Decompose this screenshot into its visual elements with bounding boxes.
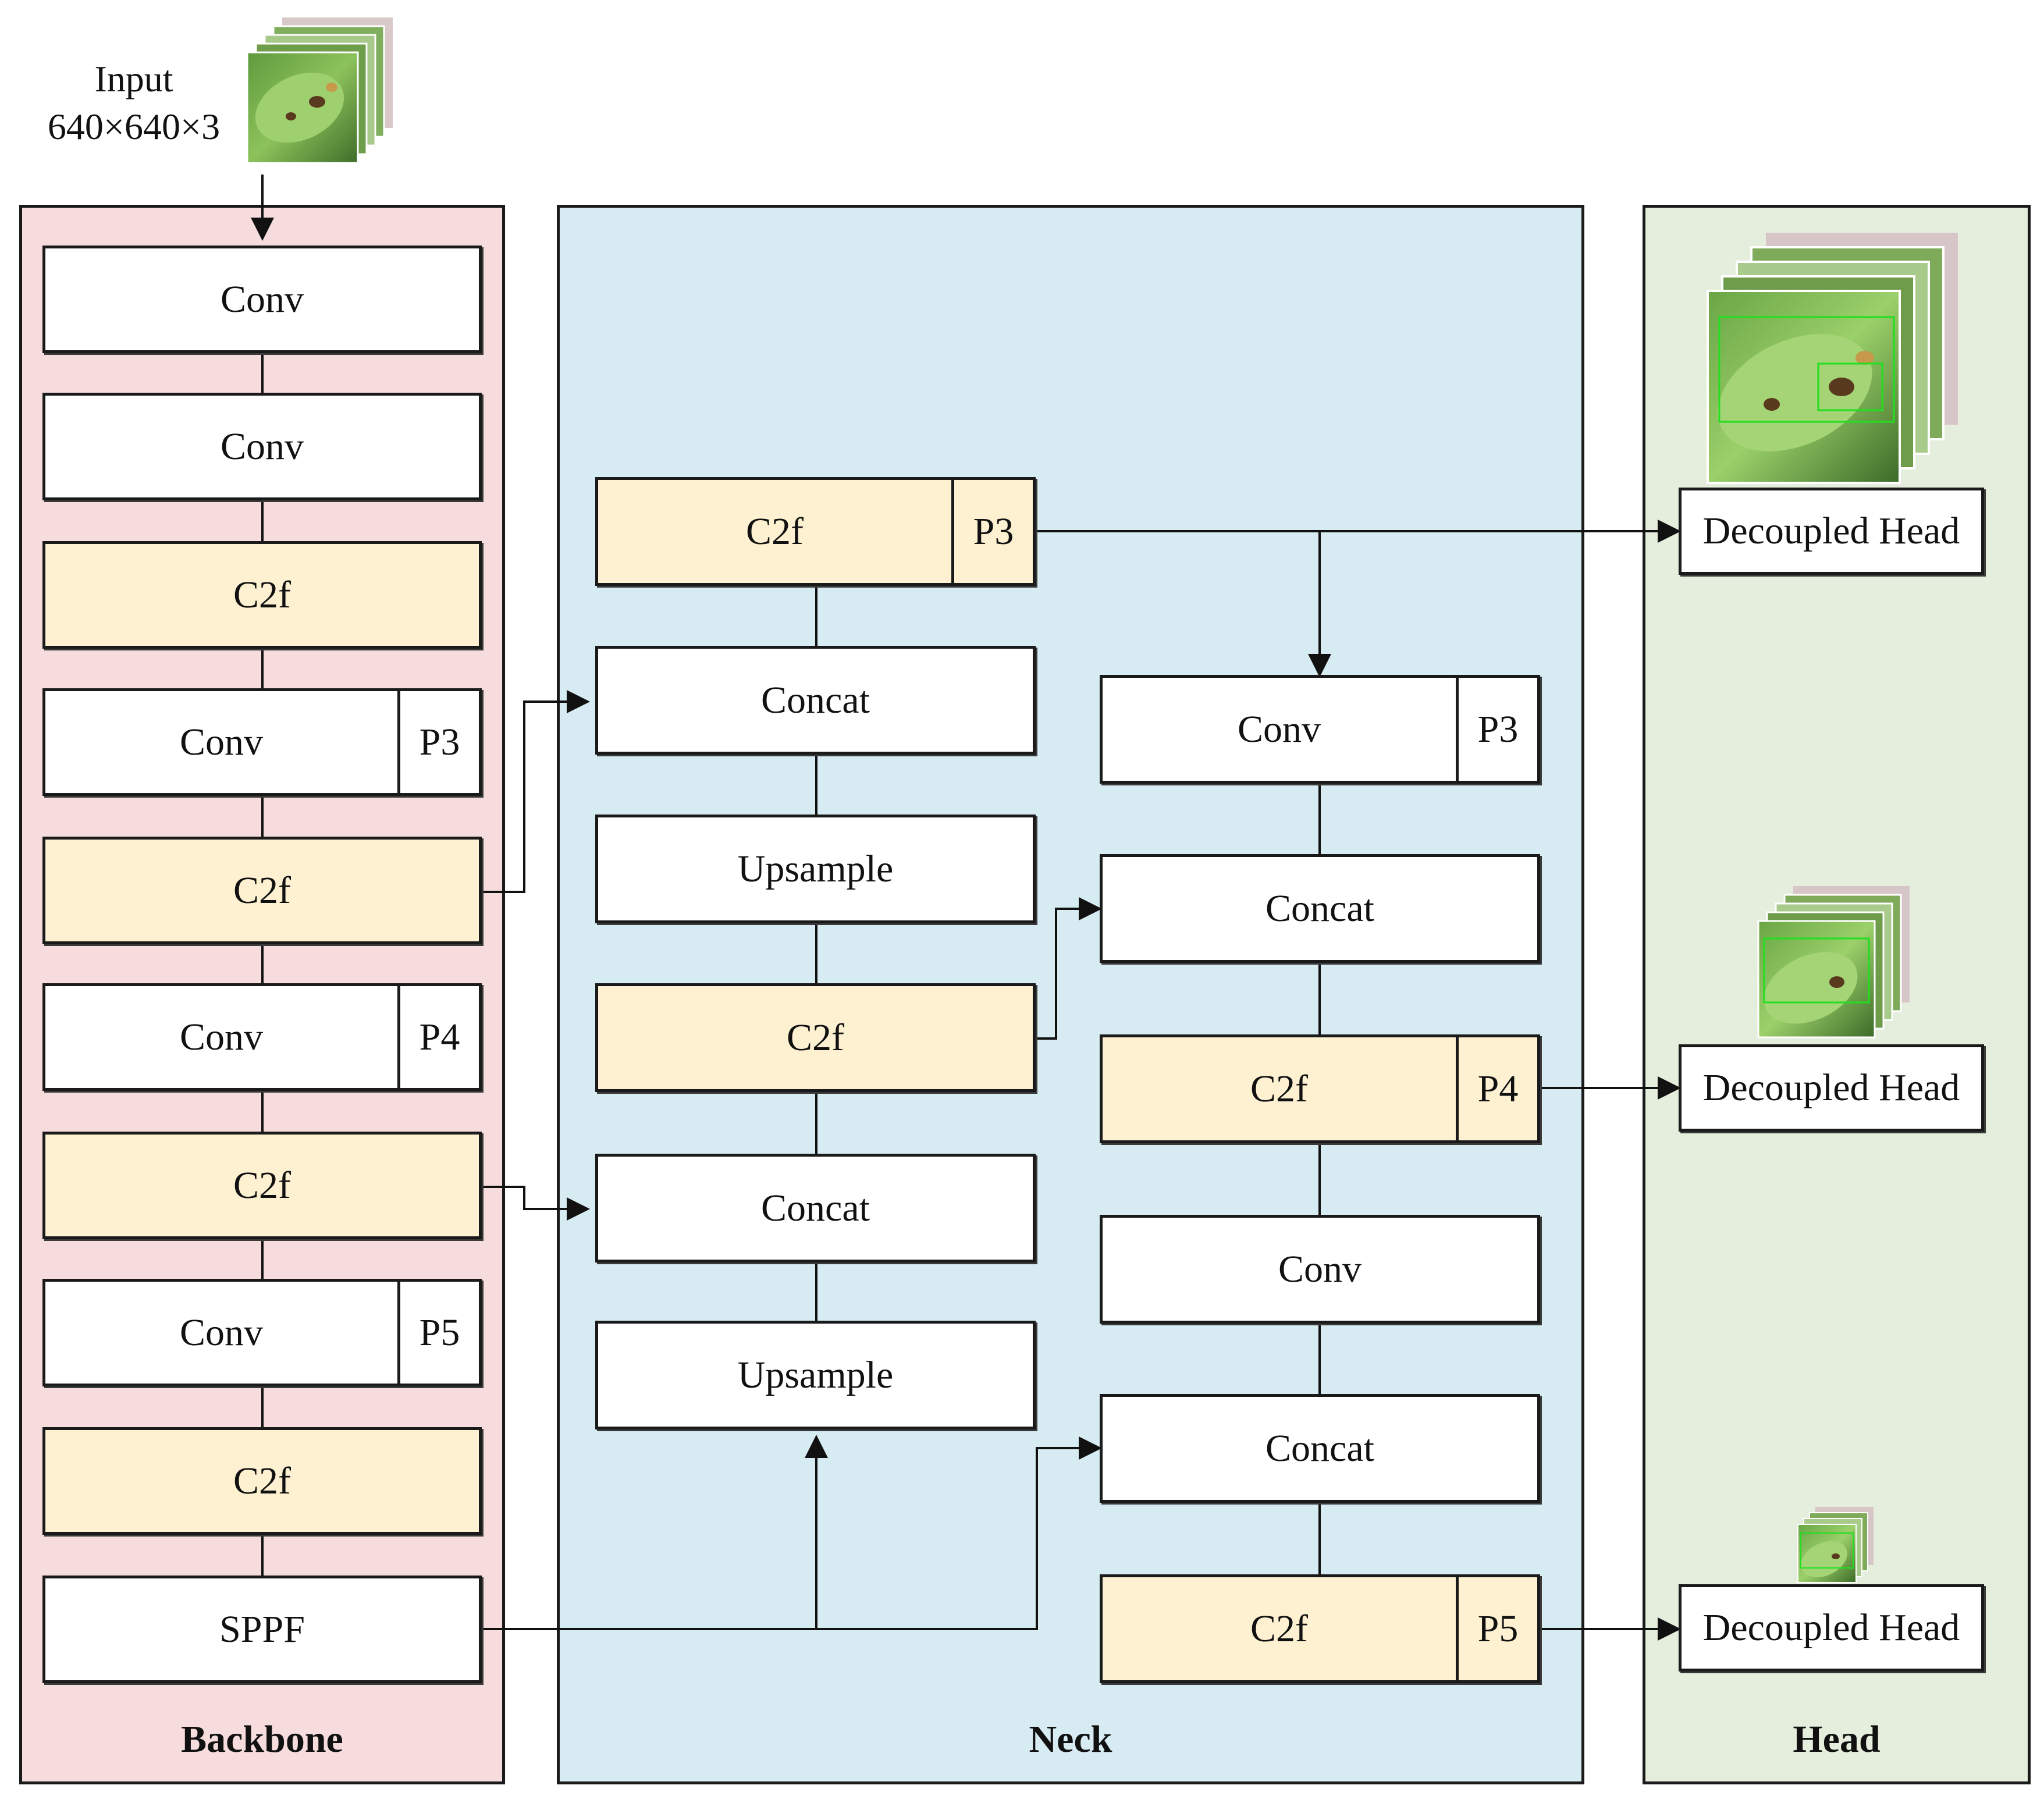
neck-c2f-mid-label: C2f bbox=[787, 1016, 844, 1059]
input-label: Input 640×640×3 bbox=[23, 55, 244, 151]
detection-image-stack-icon bbox=[1797, 1507, 1874, 1583]
neck-c2f-p3-label: C2f bbox=[746, 510, 804, 553]
neck-right-concat-2-label: Concat bbox=[1265, 1427, 1374, 1470]
edge-backbone-c2f3-to-concat2 bbox=[482, 1186, 590, 1221]
neck-right-c2f-p5-tag: P5 bbox=[1456, 1577, 1537, 1680]
backbone-conv-1: Conv bbox=[42, 246, 482, 353]
edge-backbone-c2f2-to-concat1 bbox=[482, 690, 590, 893]
backbone-conv-3-label: Conv bbox=[179, 720, 264, 763]
neck-right-conv-2-label: Conv bbox=[1278, 1247, 1362, 1290]
backbone-c2f-2: C2f bbox=[42, 837, 482, 944]
decoupled-head-3-label: Decoupled Head bbox=[1702, 1606, 1960, 1649]
backbone-c2f-4-label: C2f bbox=[233, 1459, 291, 1502]
decoupled-head-2-label: Decoupled Head bbox=[1702, 1066, 1960, 1109]
backbone-c2f-3-label: C2f bbox=[233, 1164, 291, 1207]
backbone-conv-5-tag: P5 bbox=[397, 1282, 479, 1384]
backbone-c2f-2-label: C2f bbox=[233, 869, 291, 912]
neck-c2f-p3: C2f P3 bbox=[595, 477, 1036, 586]
backbone-sppf-label: SPPF bbox=[219, 1608, 305, 1651]
backbone-conv-5-label: Conv bbox=[179, 1311, 264, 1354]
neck-right-c2f-p4: C2f P4 bbox=[1100, 1034, 1540, 1143]
neck-title: Neck bbox=[1029, 1718, 1112, 1761]
neck-concat-1: Concat bbox=[595, 646, 1036, 755]
neck-right-c2f-p4-tag: P4 bbox=[1456, 1037, 1537, 1140]
neck-right-conv-2: Conv bbox=[1100, 1215, 1540, 1324]
backbone-conv-4-tag: P4 bbox=[397, 986, 479, 1088]
neck-right-concat-2: Concat bbox=[1100, 1394, 1540, 1503]
detection-image-stack-icon bbox=[1707, 233, 1958, 484]
neck-concat-2-label: Concat bbox=[761, 1186, 870, 1229]
input-dims: 640×640×3 bbox=[47, 106, 221, 147]
backbone-conv-1-label: Conv bbox=[220, 278, 304, 321]
neck-right-concat-1-label: Concat bbox=[1265, 887, 1374, 930]
head-title: Head bbox=[1793, 1718, 1881, 1761]
backbone-c2f-1: C2f bbox=[42, 541, 482, 649]
neck-right-concat-1: Concat bbox=[1100, 854, 1540, 963]
neck-right-c2f-p5: C2f P5 bbox=[1100, 1574, 1540, 1683]
backbone-sppf: SPPF bbox=[42, 1576, 482, 1683]
neck-right-c2f-p4-label: C2f bbox=[1250, 1067, 1308, 1110]
backbone-conv-5: Conv P5 bbox=[42, 1279, 482, 1386]
input-title: Input bbox=[94, 58, 173, 99]
backbone-c2f-4: C2f bbox=[42, 1427, 482, 1535]
edge-neck-c2f-to-concat bbox=[1036, 897, 1102, 1040]
neck-right-conv-p3: Conv P3 bbox=[1100, 675, 1540, 784]
decoupled-head-1-label: Decoupled Head bbox=[1702, 510, 1960, 552]
edge-sppf-to-upsample2 bbox=[482, 1435, 828, 1630]
decoupled-head-2: Decoupled Head bbox=[1679, 1044, 1984, 1132]
neck-concat-1-label: Concat bbox=[761, 678, 870, 721]
neck-upsample-1: Upsample bbox=[595, 815, 1036, 923]
decoupled-head-3: Decoupled Head bbox=[1679, 1584, 1984, 1672]
backbone-conv-4: Conv P4 bbox=[42, 983, 482, 1091]
backbone-c2f-3: C2f bbox=[42, 1132, 482, 1239]
neck-right-conv-p3-tag: P3 bbox=[1456, 678, 1537, 781]
backbone-conv-2-label: Conv bbox=[220, 425, 304, 468]
backbone-conv-4-label: Conv bbox=[179, 1015, 264, 1058]
backbone-conv-3: Conv P3 bbox=[42, 688, 482, 796]
detection-image-stack-icon bbox=[1757, 886, 1910, 1039]
edge-sppf-to-concat-right bbox=[816, 1436, 1102, 1630]
input-image-stack-icon bbox=[246, 17, 393, 164]
neck-c2f-p3-tag: P3 bbox=[951, 480, 1033, 583]
backbone-c2f-1-label: C2f bbox=[233, 573, 291, 616]
neck-upsample-2: Upsample bbox=[595, 1321, 1036, 1429]
neck-concat-2: Concat bbox=[595, 1154, 1036, 1263]
backbone-title: Backbone bbox=[181, 1718, 343, 1761]
neck-right-conv-p3-label: Conv bbox=[1237, 707, 1321, 751]
neck-c2f-mid: C2f bbox=[595, 983, 1036, 1092]
decoupled-head-1: Decoupled Head bbox=[1679, 488, 1984, 575]
neck-upsample-1-label: Upsample bbox=[737, 847, 894, 890]
backbone-conv-3-tag: P3 bbox=[397, 691, 479, 793]
backbone-conv-2: Conv bbox=[42, 393, 482, 500]
neck-right-c2f-p5-label: C2f bbox=[1250, 1607, 1308, 1650]
neck-upsample-2-label: Upsample bbox=[737, 1353, 894, 1396]
